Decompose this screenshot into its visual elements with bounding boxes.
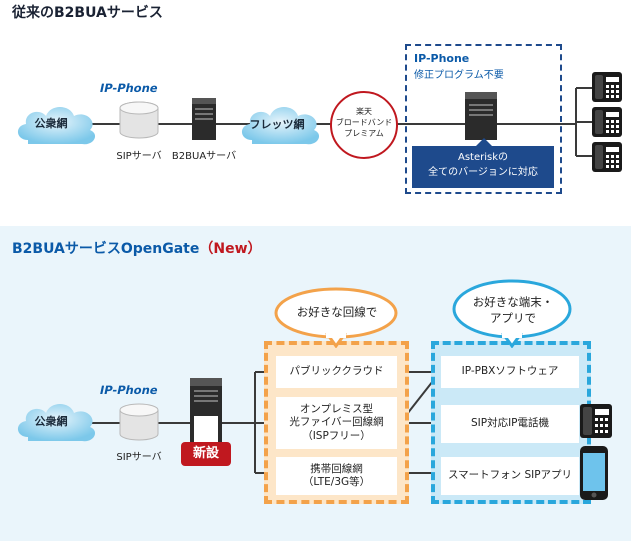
- bubble-right-text: お好きな端末・ アプリで: [448, 294, 578, 326]
- ipphone-logo-icon: IP-Phone: [98, 383, 160, 397]
- rakuten-line-3: プレミアム: [344, 128, 384, 138]
- device-option-sip-phone: SIP対応IP電話機: [441, 405, 579, 443]
- sip-server-label: SIPサーバ: [116, 151, 162, 162]
- network-option-label: 携帯回線網: [310, 462, 363, 475]
- server-icon: [190, 378, 222, 444]
- database-icon: [119, 101, 159, 139]
- cloud-icon: [17, 404, 96, 442]
- smartphone-icon: [580, 446, 608, 504]
- sip-server-label-bottom: SIPサーバ: [116, 452, 162, 463]
- device-option-label: SIP対応IP電話機: [470, 417, 550, 430]
- bubble-right: [452, 279, 572, 348]
- b2bua-server-label: B2BUAサーバ: [171, 151, 237, 162]
- network-option-label: パブリッククラウド: [289, 365, 384, 378]
- network-option-cloud: パブリッククラウド: [276, 356, 397, 388]
- ipphone-box-subtitle: 修正プログラム不要: [414, 70, 504, 81]
- rakuten-broadband-node: 楽天 ブロードバンド プレミアム: [330, 91, 398, 159]
- network-option-mobile: 携帯回線網 （LTE/3G等）: [276, 457, 397, 495]
- rakuten-line-2: ブロードバンド: [335, 117, 393, 127]
- section-title-new: （New）: [199, 241, 262, 257]
- network-option-label: 光ファイバー回線網: [289, 416, 384, 429]
- bubble-left: [274, 287, 398, 348]
- public-net-label: 公衆網: [34, 117, 68, 130]
- asterisk-line-2: 全てのバージョンに対応: [428, 166, 538, 178]
- telephone-icon: [592, 72, 622, 106]
- cloud-icon: [17, 107, 96, 145]
- telephone-icon: [592, 142, 622, 176]
- cloud-icon: [241, 107, 320, 145]
- network-option-label: （ISPフリー）: [302, 429, 371, 442]
- telephone-icon: [580, 404, 612, 442]
- network-option-fiber: オンプレミス型 光ファイバー回線網 （ISPフリー）: [276, 397, 397, 449]
- bubble-right-line-1: お好きな端末・: [472, 295, 554, 309]
- asterisk-callout: [412, 138, 554, 188]
- section-title-main: B2BUAサービスOpenGate: [12, 241, 200, 257]
- server-icon: [465, 92, 497, 140]
- ipphone-box-title: IP-Phone: [414, 52, 470, 65]
- device-option-smartphone: スマートフォン SIPアプリ: [441, 457, 579, 495]
- device-option-ippbx: IP-PBXソフトウェア: [441, 356, 579, 388]
- public-net-label-bottom: 公衆網: [34, 415, 68, 428]
- new-badge: 新設: [181, 442, 231, 466]
- device-option-label: スマートフォン SIPアプリ: [447, 469, 573, 482]
- asterisk-line-1: Asteriskの: [457, 152, 508, 163]
- section-title-top: 従来のB2BUAサービス: [12, 5, 163, 21]
- section-title-bottom: B2BUAサービスOpenGate（New）: [12, 238, 262, 258]
- asterisk-callout-text: Asteriskの 全てのバージョンに対応: [412, 151, 554, 180]
- ipphone-logo: IP-Phone: [98, 380, 180, 400]
- device-option-label: IP-PBXソフトウェア: [461, 365, 559, 378]
- network-option-label: オンプレミス型: [299, 403, 374, 416]
- flets-label: フレッツ網: [249, 118, 305, 131]
- telephone-icon: [592, 107, 622, 141]
- ipphone-logo: IP-Phone: [98, 78, 180, 98]
- rakuten-line-1: 楽天: [356, 107, 372, 116]
- database-icon: [119, 403, 159, 441]
- server-icon: [192, 98, 216, 140]
- bubble-left-text: お好きな回線で: [296, 305, 378, 319]
- bubble-right-line-2: アプリで: [490, 311, 536, 326]
- ipphone-logo-icon: IP-Phone: [98, 81, 160, 95]
- network-option-label: （LTE/3G等）: [302, 476, 371, 488]
